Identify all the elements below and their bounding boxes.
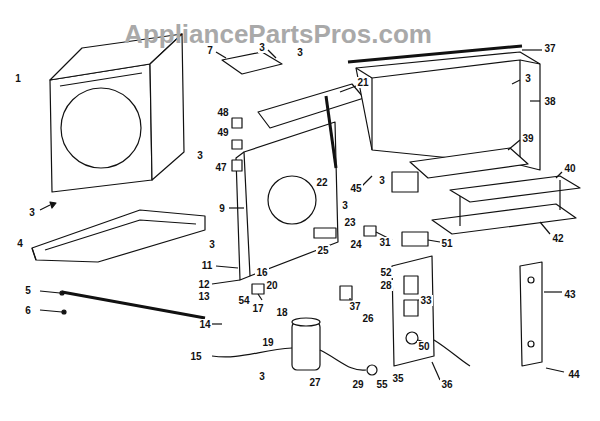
callout-number: 3 bbox=[208, 239, 216, 250]
callout-number: 22 bbox=[315, 177, 328, 188]
callout-number: 9 bbox=[218, 203, 226, 214]
callout-number: 7 bbox=[206, 45, 214, 56]
callout-number: 40 bbox=[563, 163, 576, 174]
callout-number: 45 bbox=[349, 183, 362, 194]
callout-number: 33 bbox=[419, 295, 432, 306]
callout-number: 39 bbox=[521, 133, 534, 144]
callout-number: 24 bbox=[349, 239, 362, 250]
callout-number: 21 bbox=[356, 77, 369, 88]
callout-number: 3 bbox=[296, 47, 304, 58]
callout-number: 36 bbox=[440, 379, 453, 390]
callout-number: 13 bbox=[197, 291, 210, 302]
callout-number: 26 bbox=[361, 313, 374, 324]
callout-number: 47 bbox=[214, 162, 227, 173]
callout-number: 50 bbox=[417, 341, 430, 352]
callout-number: 28 bbox=[379, 280, 392, 291]
callout-number: 6 bbox=[24, 305, 32, 316]
callout-number: 51 bbox=[440, 238, 453, 249]
callout-number: 5 bbox=[24, 285, 32, 296]
callout-number: 3 bbox=[524, 73, 532, 84]
callout-number: 12 bbox=[197, 279, 210, 290]
callout-number: 14 bbox=[198, 319, 211, 330]
callout-number: 16 bbox=[255, 267, 268, 278]
callout-number: 55 bbox=[375, 379, 388, 390]
callout-number: 49 bbox=[216, 127, 229, 138]
callout-number: 18 bbox=[275, 307, 288, 318]
callout-number: 52 bbox=[379, 267, 392, 278]
callout-number: 19 bbox=[261, 337, 274, 348]
callout-number: 38 bbox=[543, 96, 556, 107]
callout-number: 3 bbox=[258, 42, 266, 53]
callout-number: 44 bbox=[567, 369, 580, 380]
callout-number: 27 bbox=[308, 377, 321, 388]
callout-number: 23 bbox=[343, 217, 356, 228]
callout-number: 29 bbox=[351, 379, 364, 390]
callout-number: 48 bbox=[216, 107, 229, 118]
callout-number: 31 bbox=[378, 237, 391, 248]
callout-number: 3 bbox=[258, 371, 266, 382]
callout-number: 25 bbox=[316, 245, 329, 256]
callout-number: 11 bbox=[201, 260, 214, 271]
callout-number: 37 bbox=[348, 301, 361, 312]
callout-number: 42 bbox=[551, 233, 564, 244]
callout-number: 35 bbox=[391, 373, 404, 384]
callout-number: 3 bbox=[341, 200, 349, 211]
callout-number: 37 bbox=[543, 43, 556, 54]
callout-number: 4 bbox=[16, 238, 24, 249]
callout-number: 3 bbox=[28, 207, 36, 218]
watermark: AppliancePartsPros.com bbox=[123, 19, 433, 49]
callout-number: 43 bbox=[563, 289, 576, 300]
callout-number: 20 bbox=[265, 280, 278, 291]
callout-number: 3 bbox=[378, 175, 386, 186]
callout-number: 17 bbox=[251, 303, 264, 314]
callout-number: 54 bbox=[237, 295, 250, 306]
callout-number: 15 bbox=[189, 351, 202, 362]
callout-number: 1 bbox=[14, 73, 22, 84]
callout-number: 3 bbox=[196, 150, 204, 161]
